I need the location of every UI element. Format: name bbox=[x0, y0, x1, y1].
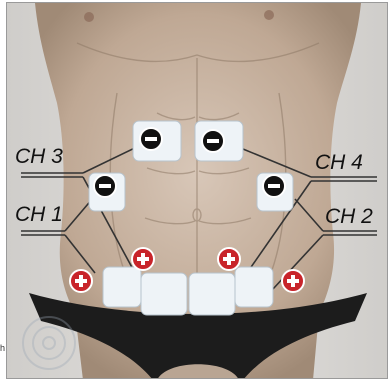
pad-ch2-positive bbox=[235, 267, 273, 307]
negative-icon bbox=[94, 175, 116, 197]
negative-icon bbox=[263, 175, 285, 197]
corner-mark: h bbox=[0, 343, 5, 353]
positive-icon bbox=[70, 270, 92, 292]
image-frame: CH 3 CH 1 CH 4 CH 2 bbox=[6, 2, 388, 379]
negative-icon bbox=[202, 130, 224, 152]
pad-ch4-positive bbox=[189, 273, 235, 315]
label-ch3: CH 3 bbox=[15, 145, 63, 168]
positive-icon bbox=[282, 270, 304, 292]
left-nipple bbox=[84, 12, 94, 22]
label-ch2: CH 2 bbox=[325, 205, 373, 228]
torso-illustration: CH 3 CH 1 CH 4 CH 2 bbox=[7, 3, 388, 379]
negative-icon bbox=[140, 128, 162, 150]
label-ch4: CH 4 bbox=[315, 151, 363, 174]
positive-icon bbox=[218, 248, 240, 270]
right-nipple bbox=[264, 10, 274, 20]
label-ch1: CH 1 bbox=[15, 203, 63, 226]
positive-icon bbox=[132, 248, 154, 270]
pad-ch3-positive bbox=[141, 273, 187, 315]
pad-ch1-positive bbox=[103, 267, 141, 307]
